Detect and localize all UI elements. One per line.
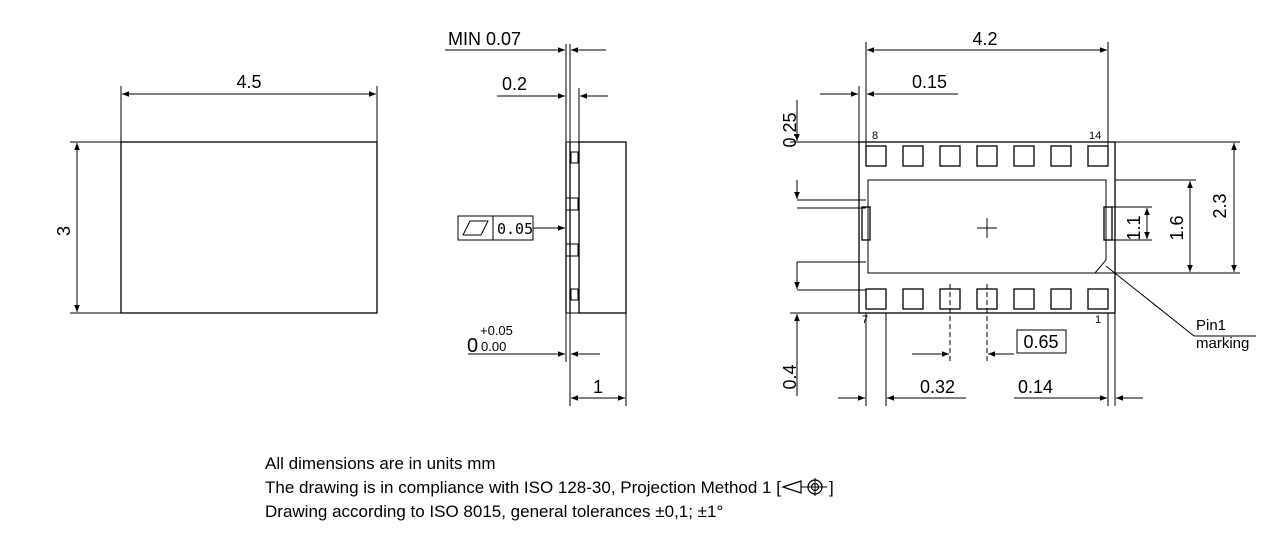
bottom-view-cavity (867, 179, 1107, 274)
side-pad-2 (565, 197, 579, 211)
note-projection-suffix: ] (828, 478, 834, 497)
bottom-top-margin-label: 0.25 (780, 112, 800, 147)
note-projection-text: The drawing is in compliance with ISO 12… (265, 478, 781, 497)
side-pad-label: 0.2 (502, 74, 527, 94)
front-view-outline (120, 141, 378, 314)
bottom-pitch-label: 0.65 (1023, 332, 1058, 352)
note-projection: The drawing is in compliance with ISO 12… (265, 476, 834, 500)
bottom-overall-height-label: 2.3 (1210, 193, 1230, 218)
note-tolerances: Drawing according to ISO 8015, general t… (265, 502, 724, 521)
top-pad-row (865, 145, 1109, 167)
side-view-body (578, 141, 627, 314)
left-side-pad (861, 206, 871, 241)
side-min-gap-label: MIN 0.07 (448, 29, 521, 49)
pin1-marking-label-line2: marking (1196, 335, 1249, 352)
bottom-length-label: 4.2 (972, 29, 997, 49)
basic-pitch-frame (1016, 329, 1067, 354)
standoff-plus: +0.05 (480, 323, 513, 338)
pin-number-top-right: 14 (1089, 130, 1101, 142)
standoff-minus: 0.00 (481, 339, 506, 354)
bottom-bottom-margin-label: 0.4 (780, 364, 800, 389)
pin1-marking-label-line1: Pin1 (1196, 317, 1226, 334)
pin-number-top-left: 8 (872, 130, 878, 142)
side-pad-1 (570, 151, 579, 164)
flatness-value: 0.05 (497, 220, 533, 238)
side-thickness-label: 1 (593, 377, 603, 397)
front-height-label: 3 (54, 226, 74, 236)
pin-number-bottom-left: 7 (862, 314, 868, 326)
flatness-tolerance-frame: 0.05 (457, 215, 565, 241)
bottom-pad-width-label: 0.32 (920, 377, 955, 397)
side-pad-4 (570, 288, 579, 301)
bottom-pad-edge-label: 0.14 (1018, 377, 1053, 397)
bottom-inner-gap-label: 1.6 (1167, 215, 1187, 240)
side-pad-3 (565, 243, 579, 257)
right-side-pad (1103, 206, 1113, 241)
front-width-label: 4.5 (236, 72, 261, 92)
side-view: MIN 0.07 0.2 0.05 0 +0.05 0.00 1 (445, 29, 627, 406)
bottom-pad-offset-label: 0.15 (912, 72, 947, 92)
pin-number-bottom-right: 1 (1095, 314, 1101, 326)
front-view: 4.5 3 (54, 72, 378, 314)
bottom-inner-pad-label: 1.1 (1124, 215, 1144, 240)
bottom-view: 8 14 7 1 4.2 0.15 0.25 0.4 1.1 (780, 29, 1256, 406)
projection-method-icon (781, 478, 827, 496)
note-units: All dimensions are in units mm (265, 454, 496, 473)
standoff-base: 0 (467, 335, 478, 357)
drawing-notes: All dimensions are in units mm The drawi… (265, 452, 834, 524)
